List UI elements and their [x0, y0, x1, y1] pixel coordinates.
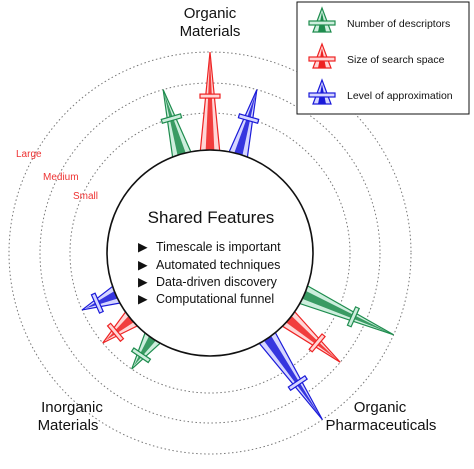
group-label-line: Organic — [184, 5, 237, 22]
spike-inorganic-materials-descriptors — [130, 328, 164, 370]
legend-label-search-space: Size of search space — [347, 54, 445, 66]
legend-icons — [308, 6, 336, 105]
spike-organic-materials-descriptors — [160, 89, 194, 162]
group-label-line: Pharmaceuticals — [326, 417, 437, 434]
spike-organic-materials-approximation — [226, 89, 260, 162]
spike-crossbar — [106, 322, 125, 343]
feature-item: Automated techniques — [156, 258, 280, 272]
shared-features-circle — [106, 149, 314, 357]
ring-large — [8, 51, 412, 455]
ring-label-large: Large — [16, 149, 42, 160]
spike-core — [205, 56, 215, 154]
legend-label-descriptors: Number of descriptors — [347, 18, 450, 30]
ring-small — [69, 112, 351, 394]
descriptors-legend-icon — [308, 6, 336, 33]
feature-item: Computational funnel — [156, 292, 274, 306]
approximation-legend-icon — [308, 78, 336, 105]
group-label-line: Materials — [38, 417, 99, 434]
spike-crossbar — [346, 306, 361, 328]
group-label-line: Inorganic — [41, 399, 103, 416]
spike-crossbar — [130, 347, 152, 364]
feature-bullet-icon: ▶ — [138, 275, 148, 289]
spike-crossbar — [160, 113, 183, 124]
group-label-organic-pharmaceuticals: Organic Pharmaceuticals — [326, 399, 437, 434]
spike-crossbar — [237, 113, 260, 124]
ring-label-small: Small — [73, 191, 98, 202]
spike-core — [261, 332, 321, 417]
spike-core — [232, 93, 256, 160]
rating-spikes — [81, 51, 394, 421]
shared-features-title: Shared Features — [148, 208, 275, 227]
feature-item: Timescale is important — [156, 240, 281, 254]
feature-bullet-icon: ▶ — [138, 292, 148, 306]
spike-crossbar — [199, 93, 221, 99]
feature-list: ▶ Timescale is important ▶ Automated tec… — [138, 240, 281, 306]
spike-core — [298, 289, 390, 334]
feature-item: Data-driven discovery — [156, 275, 278, 289]
feature-bullet-icon: ▶ — [138, 258, 148, 272]
spike-organic-pharmaceuticals-descriptors — [295, 283, 394, 336]
search-space-legend-icon — [308, 42, 336, 69]
group-label-organic-materials: Organic Materials — [180, 5, 241, 40]
spike-crossbar — [90, 292, 105, 314]
ring-label-medium: Medium — [43, 172, 79, 183]
group-label-line: Materials — [180, 23, 241, 40]
spike-organic-materials-search-space — [199, 51, 221, 155]
group-label-inorganic-materials: Inorganic Materials — [38, 399, 104, 434]
spike-core — [282, 313, 338, 360]
feature-bullet-icon: ▶ — [138, 240, 148, 254]
spike-core — [164, 93, 188, 160]
spike-crossbar — [287, 374, 308, 392]
spike-crossbar — [308, 333, 326, 353]
group-label-line: Organic — [354, 399, 407, 416]
legend: Number of descriptors Size of search spa… — [296, 1, 470, 115]
spike-organic-pharmaceuticals-search-space — [278, 308, 341, 363]
legend-label-approximation: Level of approximation — [347, 90, 453, 102]
